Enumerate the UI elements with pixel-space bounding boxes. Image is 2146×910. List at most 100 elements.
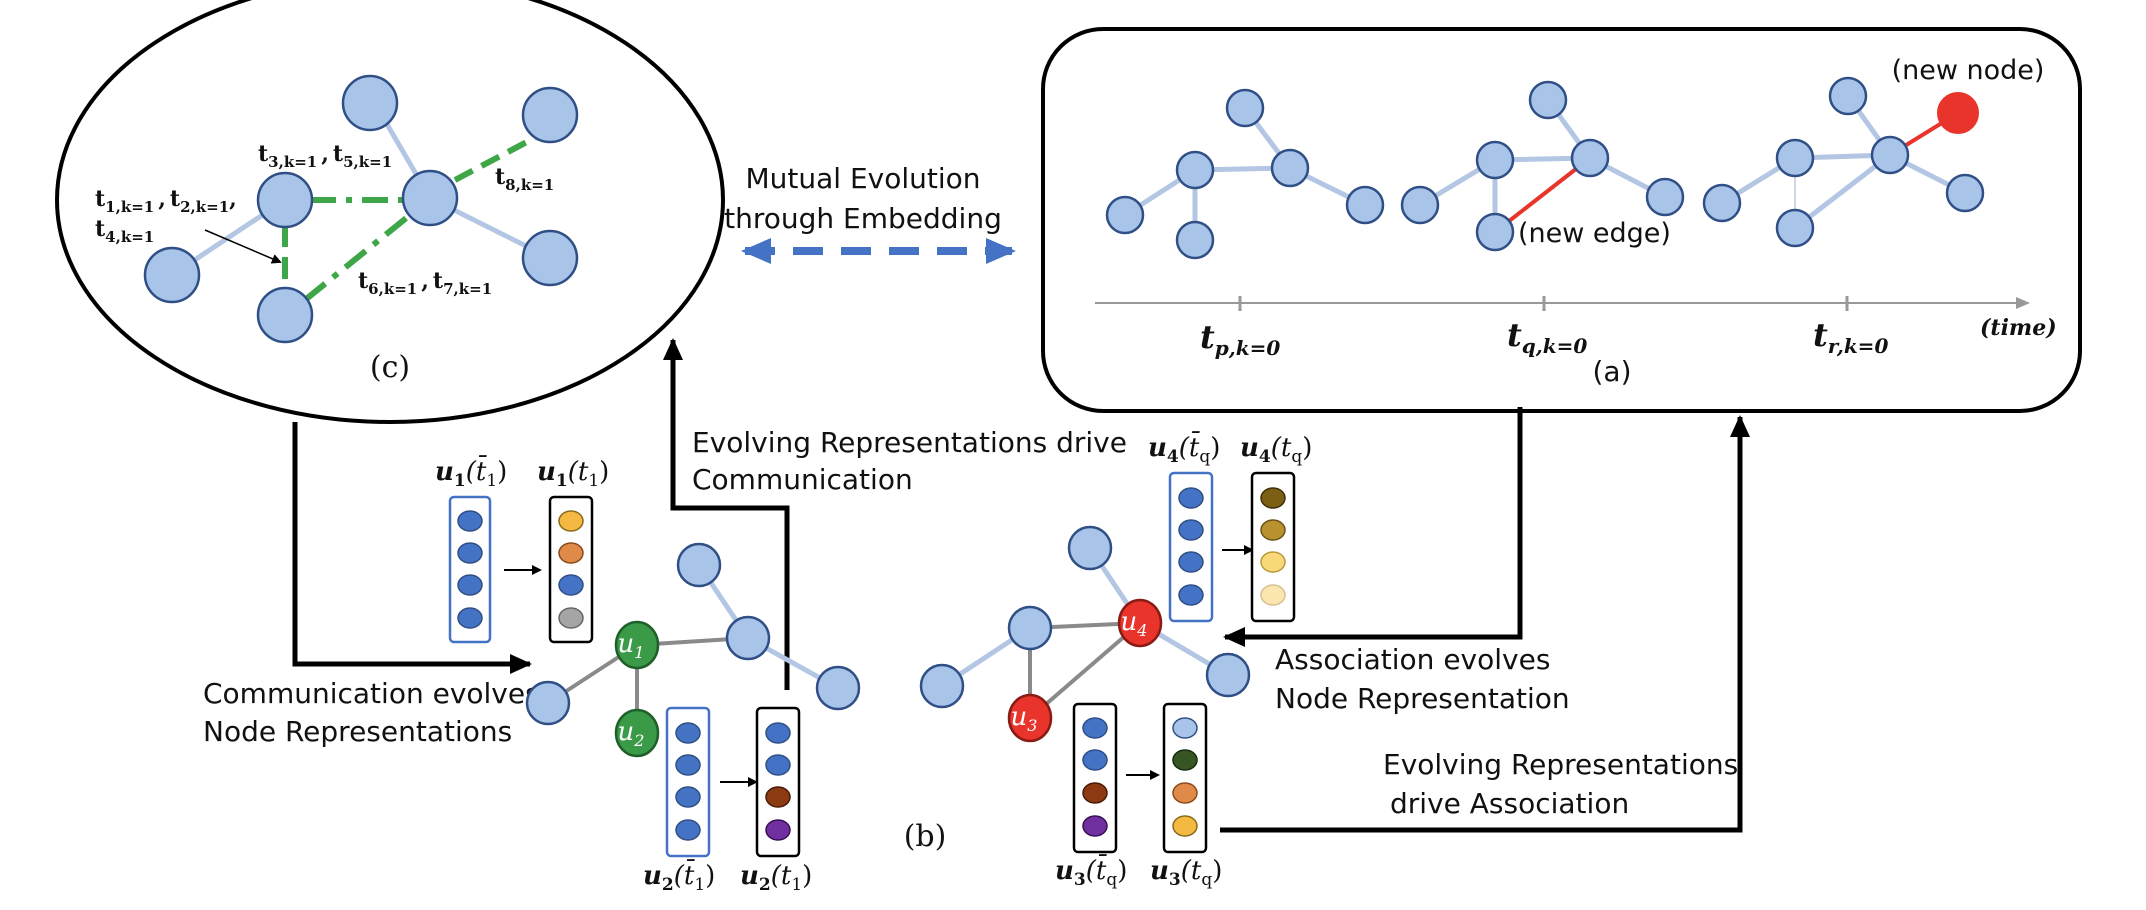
graph-node	[1007, 605, 1053, 651]
graph-node	[1400, 185, 1440, 225]
graph-node	[725, 615, 771, 661]
graph-node	[1570, 138, 1610, 178]
vector-cell	[675, 754, 701, 776]
vector-cell	[1260, 551, 1286, 573]
graph-node	[1225, 88, 1265, 128]
vector-box	[1250, 471, 1296, 623]
node-u2-label: u2	[618, 717, 645, 750]
vector-cell	[457, 607, 483, 629]
vector-cell	[1172, 717, 1198, 739]
new-node-label: (new node)	[1892, 55, 2045, 86]
vector-cell	[1082, 782, 1108, 804]
evolving-assoc-line1: Evolving Representations	[1383, 748, 1738, 781]
vector-cell	[675, 786, 701, 808]
panel-a-box	[1041, 27, 2082, 413]
time-label-t8: t8,k=1	[495, 164, 554, 194]
vector-cell	[457, 574, 483, 596]
assoc-evolves-line2: Node Representation	[1275, 682, 1570, 715]
flow-arrow-drive-comm	[663, 338, 790, 690]
comm-evolves-line1: Communication evolves	[203, 677, 540, 710]
vector-cell	[675, 722, 701, 744]
pointer-arrow	[204, 229, 282, 264]
graph-node	[256, 286, 314, 344]
vector-cell	[1260, 519, 1286, 541]
vector-cell	[457, 542, 483, 564]
graph-node	[1945, 173, 1985, 213]
vector-cell	[558, 574, 584, 596]
graph-node	[1775, 208, 1815, 248]
evolving-comm-line2: Communication	[692, 463, 913, 496]
vector-cell	[1178, 487, 1204, 509]
vector-u4-bar	[1168, 471, 1214, 623]
graph-node	[1528, 80, 1568, 120]
panel-b-right-graph: u4 u3	[919, 525, 1251, 743]
new-node	[1937, 92, 1979, 134]
vector-u4	[1250, 471, 1296, 623]
vector-u2-bar	[665, 706, 711, 858]
graph-node	[1828, 76, 1868, 116]
edge	[1793, 153, 1892, 230]
vector-box	[1162, 702, 1208, 854]
vector-cell	[1260, 584, 1286, 606]
node-u1-label: u1	[618, 629, 645, 662]
comm-evolves-line2: Node Representations	[203, 715, 512, 748]
vector-cell	[558, 607, 584, 629]
assoc-evolves-line1: Association evolves	[1275, 643, 1550, 676]
panel-a: tp,k=0 tq,k=0 tr,k=0 (time) (a) (new edg…	[1041, 27, 2082, 413]
mutual-evolution-line1: Mutual Evolution	[745, 162, 980, 195]
vector-u3-bar	[1072, 702, 1118, 854]
vector-u3	[1162, 702, 1208, 854]
vector-cell	[1172, 815, 1198, 837]
graph-node	[525, 680, 571, 726]
vector-u1	[548, 495, 594, 644]
graph-node	[1067, 525, 1113, 571]
graph-node	[143, 246, 201, 304]
vector-cell	[765, 786, 791, 808]
graph-node	[341, 74, 399, 132]
graph-node	[1175, 220, 1215, 260]
vector-cell	[1178, 551, 1204, 573]
node-u3	[1007, 693, 1053, 743]
mutual-evolution-line2: through Embedding	[724, 202, 1002, 235]
vector-u2	[755, 706, 801, 858]
graph-node	[919, 663, 965, 709]
mutual-evolution: Mutual Evolution through Embedding	[724, 162, 1016, 264]
vector-box	[755, 706, 801, 858]
flow-arrow-assoc-evolves	[1223, 407, 1523, 647]
graph-node	[1702, 183, 1742, 223]
time-label-t4: t4,k=1	[95, 216, 154, 246]
graph-node	[1175, 150, 1215, 190]
edge	[1028, 621, 1142, 720]
evolving-comm-line1: Evolving Representations drive	[692, 426, 1127, 459]
vector-cell	[1260, 487, 1286, 509]
panel-c-label: (c)	[370, 350, 410, 385]
graph-node	[1645, 177, 1685, 217]
panel-c: t3,k=1,t5,k=1 t8,k=1 t1,k=1,t2,k=1, t4,k…	[55, 0, 725, 424]
green-dashed-edge	[453, 132, 542, 183]
graph-node	[521, 86, 579, 144]
panel-b-left-graph: u1 u2	[525, 542, 861, 758]
node-u4-label: u4	[1121, 607, 1148, 640]
evolving-assoc-line2: drive Association	[1390, 787, 1629, 820]
vector-cell	[1172, 782, 1198, 804]
time-label-tp: tp,k=0	[1200, 318, 1280, 360]
new-edge	[1493, 156, 1592, 234]
new-edge-label: (new edge)	[1518, 218, 1671, 249]
vector-box	[665, 706, 711, 858]
vector-cell	[765, 819, 791, 841]
graph-node	[1775, 138, 1815, 178]
graph-node	[401, 169, 459, 227]
vector-u3-label: u3(tq)	[1150, 856, 1222, 890]
graph-node	[815, 665, 861, 711]
graph-node	[1270, 148, 1310, 188]
vector-cell	[1082, 717, 1108, 739]
time-label-t1-t2: t1,k=1,t2,k=1,	[95, 186, 237, 216]
node-u4	[1117, 598, 1163, 648]
vector-u1-bar-label: u1(t̄1)	[435, 454, 507, 491]
panel-a-label: (a)	[1592, 355, 1631, 388]
graph-node	[676, 542, 722, 588]
vector-box	[1072, 702, 1118, 854]
flow-arrow-comm-evolves	[292, 422, 532, 674]
vector-cell	[1178, 584, 1204, 606]
